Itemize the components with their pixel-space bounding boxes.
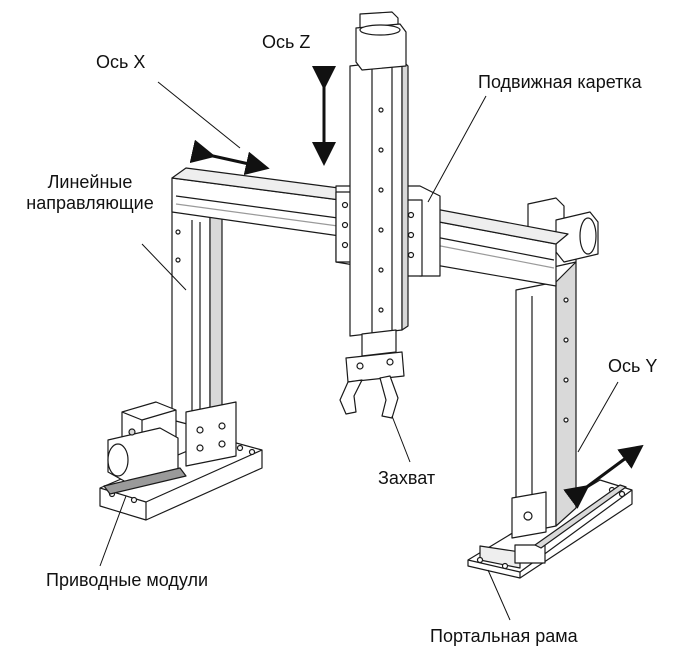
leader-gripper	[391, 415, 411, 463]
label-gantry-frame: Портальная рама	[430, 626, 578, 646]
x-motion-arrow	[189, 139, 270, 176]
label-drive-modules: Приводные модули	[46, 570, 209, 590]
label-guides-line2: направляющие	[26, 193, 154, 213]
label-guides-line1: Линейные	[47, 172, 133, 192]
right-column	[511, 243, 577, 539]
leader-guides	[141, 243, 187, 291]
left-column	[171, 199, 237, 467]
leader-axis-y	[577, 381, 619, 453]
leader-axis-x	[157, 81, 241, 149]
z-axis-motor	[355, 11, 407, 71]
leader-carriage	[427, 95, 487, 203]
x-axis-beam	[171, 167, 569, 287]
leader-gantry-frame	[487, 569, 511, 621]
z-axis-column	[349, 59, 409, 337]
label-axis-x: Ось X	[96, 52, 146, 72]
leader-drive-modules	[99, 495, 127, 567]
label-gripper: Захват	[378, 468, 436, 488]
label-guides: Линейные направляющие	[20, 172, 160, 214]
y-motion-arrow	[563, 444, 644, 509]
label-axis-y: Ось Y	[608, 356, 658, 376]
label-carriage: Подвижная каретка	[478, 72, 642, 92]
left-drive-motor	[103, 401, 187, 495]
gripper	[339, 329, 405, 419]
label-axis-z: Ось Z	[262, 32, 311, 52]
